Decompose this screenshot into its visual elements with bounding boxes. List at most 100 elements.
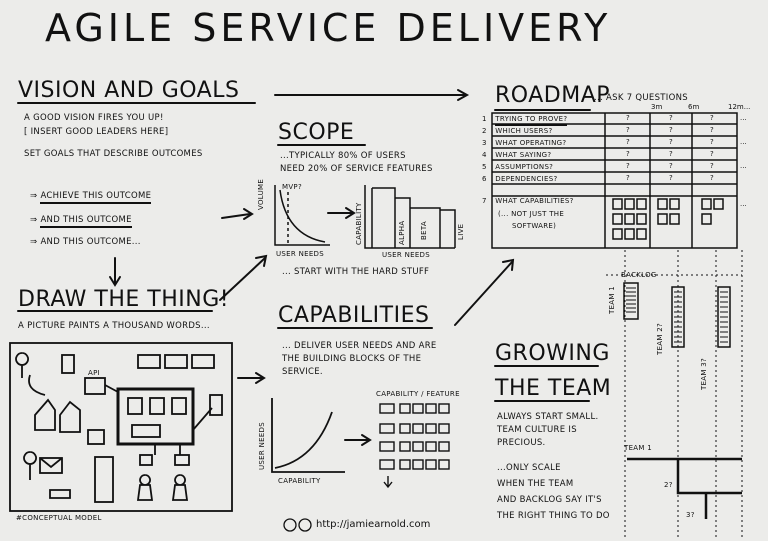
roadmap-row-1: 1 TRYING TO PROVE? [482,113,568,126]
capability-feature-header: CAPABILITY / FEATURE [376,390,460,398]
team-1-label: TEAM 1 [608,285,616,314]
footer-url[interactable]: http://jamiearnold.com [316,519,431,530]
alpha-label: ALPHA [398,220,406,245]
qmark: ? [710,126,714,134]
team-line-7: THE RIGHT THING TO DO [497,511,610,521]
scope-line-1: ...TYPICALLY 80% OF USERS [280,151,406,161]
row-number: 3 [482,139,487,147]
row-number: 1 [482,115,487,123]
backlog-label: BACKLOG [621,271,657,279]
qmark: ? [626,126,630,134]
vision-line-2: [ INSERT GOOD LEADERS HERE] [24,127,169,137]
roadmap-heading: ROADMAP [495,83,611,108]
vision-heading: VISION AND GOALS [18,78,240,103]
outcome-3: ⇒ AND THIS OUTCOME... [30,237,141,247]
col-3m: 3m [651,103,663,111]
row-number: 5 [482,163,487,171]
row-number: 4 [482,151,487,159]
long-tail-chart [274,185,330,246]
team-backlogs [623,282,731,348]
outcome-2-label: AND THIS OUTCOME [40,215,132,228]
ellipsis: ... [740,114,747,122]
row-question: DEPENDENCIES? [495,175,558,183]
roadmap-row-3: 3 WHAT OPERATING? [482,137,566,149]
qmark: ? [626,162,630,170]
row-question: ASSUMPTIONS? [495,163,554,171]
qmark: ? [710,162,714,170]
capabilities-line-3: SERVICE. [282,367,323,377]
roadmap-dotted-columns [606,250,743,540]
qmark: ? [669,114,673,122]
user-needs-axis-label-2: USER NEEDS [382,251,430,259]
row-number: 6 [482,175,487,183]
conceptual-model-caption: #CONCEPTUAL MODEL [16,514,102,522]
arrowhead [457,89,470,101]
vision-line-3: SET GOALS THAT DESCRIBE OUTCOMES [24,149,203,159]
ellipsis: ... [740,200,747,208]
qmark: ? [710,114,714,122]
qmark: ? [710,138,714,146]
live-label: LIVE [457,223,465,240]
team-line-6: AND BACKLOG SAY IT'S [497,495,602,505]
capability-steps-chart [364,185,456,249]
arrow-draw-scope [219,257,266,301]
roadmap-row-7c: SOFTWARE) [512,222,557,230]
arrow-vision-scope [221,213,251,219]
outcome-1-label: ACHIEVE THIS OUTCOME [40,191,152,204]
row-question: WHAT CAPABILITIES? [495,197,574,205]
cap-user-needs-axis: USER NEEDS [258,422,266,470]
capability-axis-label: CAPABILITY [355,202,363,245]
team-3-label: TEAM 3? [700,357,708,390]
qmark: ? [669,150,673,158]
team-1-scale-label: TEAM 1 [624,444,653,452]
qmark: ? [710,150,714,158]
row-question: WHICH USERS? [495,127,553,135]
roadmap-row-4: 4 WHAT SAYING? [482,149,551,161]
team-2-label: TEAM 2? [656,322,664,355]
ellipsis: ... [740,162,747,170]
qmark: ? [669,138,673,146]
outcome-2: ⇒ AND THIS OUTCOME [30,214,132,228]
capability-feature-grid [379,403,450,489]
capabilities-line-2: THE BUILDING BLOCKS OF THE [282,354,422,364]
roadmap-capability-blocks [612,198,724,240]
qmark: ? [626,138,630,146]
row-number: 2 [482,127,487,135]
team-line-3: PRECIOUS. [497,438,546,448]
team-heading-1: GROWING [495,341,610,366]
conceptual-model-sketch [9,342,233,512]
row-number: 7 [482,197,487,205]
roadmap-subtitle: ... ASK 7 QUESTIONS [594,93,688,103]
row-question: WHAT SAYING? [495,151,552,159]
capabilities-heading: CAPABILITIES [278,303,430,328]
qmark: ? [626,114,630,122]
ellipsis: ... [740,138,747,146]
outcome-1: ⇒ ACHIEVE THIS OUTCOME [30,190,152,204]
team-heading-2: THE TEAM [495,376,612,401]
col-12m: 12m... [728,103,751,111]
draw-subtitle: A PICTURE PAINTS A THOUSAND WORDS... [18,321,210,331]
qmark: ? [669,162,673,170]
team-line-2: TEAM CULTURE IS [497,425,577,435]
capabilities-growth-chart [271,398,345,473]
qmark: ? [626,150,630,158]
volume-axis-label: VOLUME [257,178,265,210]
draw-heading: DRAW THE THING! [18,287,230,312]
qmark: ? [710,174,714,182]
page-title: AGILE SERVICE DELIVERY [45,6,612,50]
team-2-scale-label: 2? [664,481,673,489]
team-scale-lines [627,457,742,519]
col-6m: 6m [688,103,700,111]
scope-heading: SCOPE [278,120,355,145]
roadmap-row-7: 7 WHAT CAPABILITIES? [482,195,574,207]
outcome-3-label: AND THIS OUTCOME... [40,237,141,247]
roadmap-row-7b: (... NOT JUST THE [498,210,565,218]
row-question: WHAT OPERATING? [495,139,567,147]
api-label: API [88,369,100,377]
roadmap-row-5: 5 ASSUMPTIONS? [482,161,553,173]
backlog-ticks [626,287,728,343]
qmark: ? [669,126,673,134]
user-needs-axis-label: USER NEEDS [276,250,324,258]
